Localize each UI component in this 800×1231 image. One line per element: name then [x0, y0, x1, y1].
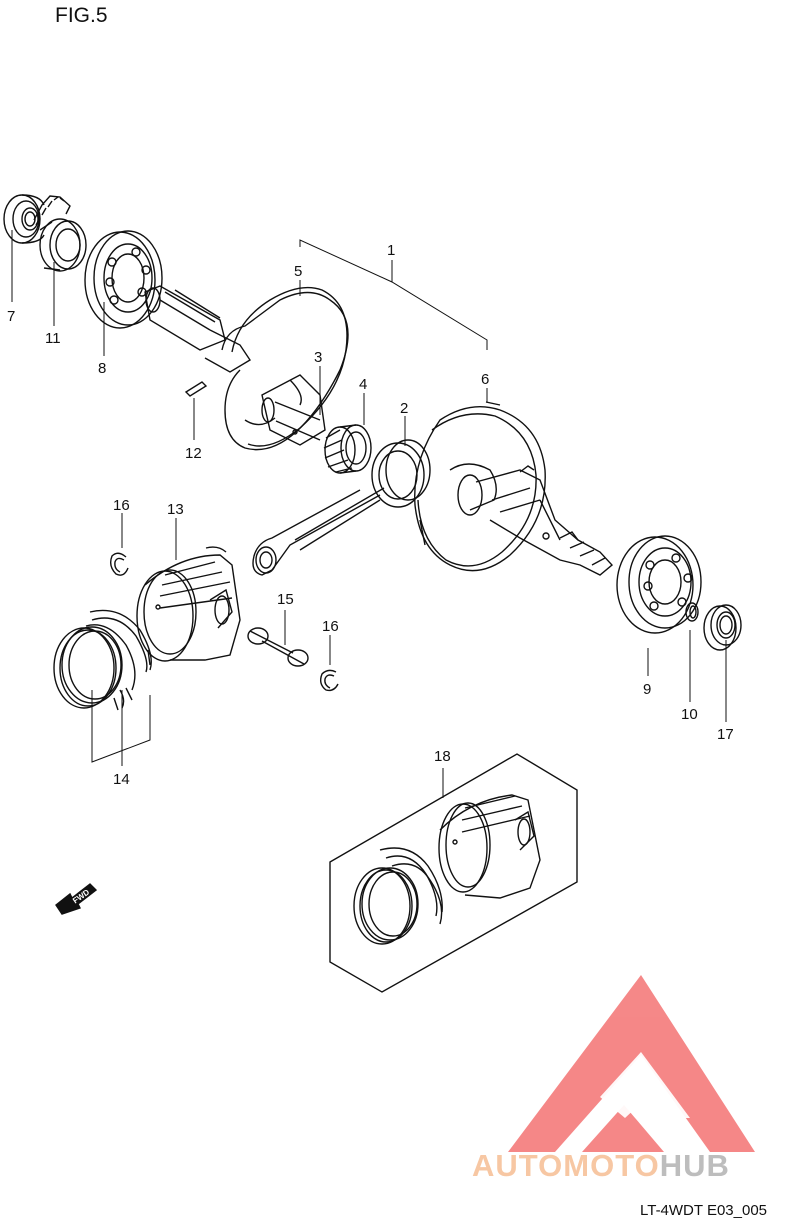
callout-12: 12 — [185, 445, 202, 462]
circlip-16-left-icon — [109, 552, 129, 576]
callout-13: 13 — [167, 501, 184, 518]
crankshaft-right-6-icon — [414, 401, 614, 576]
crankshaft-left-5-icon — [144, 285, 349, 451]
o-ring-10-icon — [685, 602, 699, 622]
callout-15: 15 — [277, 591, 294, 608]
callout-6: 6 — [481, 371, 490, 388]
watermark-brand-part1: AUTOMOTO — [472, 1148, 660, 1183]
oil-seal-17-icon — [703, 604, 742, 651]
callout-11: 11 — [45, 330, 61, 347]
callout-4: 4 — [359, 376, 368, 393]
gear-11-icon — [33, 195, 87, 272]
callout-10: 10 — [681, 706, 698, 723]
bearing-8-icon — [84, 230, 163, 329]
watermark-logo-icon — [508, 975, 755, 1152]
callout-2: 2 — [400, 400, 409, 417]
piston-13-icon — [136, 546, 241, 662]
figure-code: LT-4WDT E03_005 — [640, 1202, 768, 1219]
callout-1: 1 — [387, 242, 396, 259]
connecting-rod-2-icon — [252, 439, 431, 576]
callout-5: 5 — [294, 263, 303, 280]
oil-seal-7-icon — [3, 194, 45, 244]
figure-title: FIG.5 — [55, 4, 108, 27]
fwd-arrow-icon — [55, 883, 98, 915]
callout-18: 18 — [434, 748, 451, 765]
circlip-16-right-icon — [319, 669, 339, 692]
watermark-brand-part2: HUB — [659, 1148, 730, 1183]
callout-16-right: 16 — [322, 618, 339, 635]
needle-bearing-4-icon — [323, 424, 372, 474]
callout-3: 3 — [314, 349, 323, 366]
watermark-brand: AUTOMOTOHUB — [472, 1148, 730, 1184]
callout-leader-lines — [11, 230, 727, 798]
callout-9: 9 — [643, 681, 652, 698]
callout-14: 14 — [113, 771, 130, 788]
callout-8: 8 — [98, 360, 107, 377]
piston-rings-14-icon — [53, 609, 152, 711]
bearing-9-icon — [616, 535, 702, 634]
callout-7: 7 — [7, 308, 16, 325]
callout-17: 17 — [717, 726, 734, 743]
piston-set-18-icon — [329, 753, 578, 993]
callout-16-left: 16 — [113, 497, 130, 514]
piston-pin-15-icon — [247, 627, 309, 667]
key-12-icon — [184, 381, 208, 397]
